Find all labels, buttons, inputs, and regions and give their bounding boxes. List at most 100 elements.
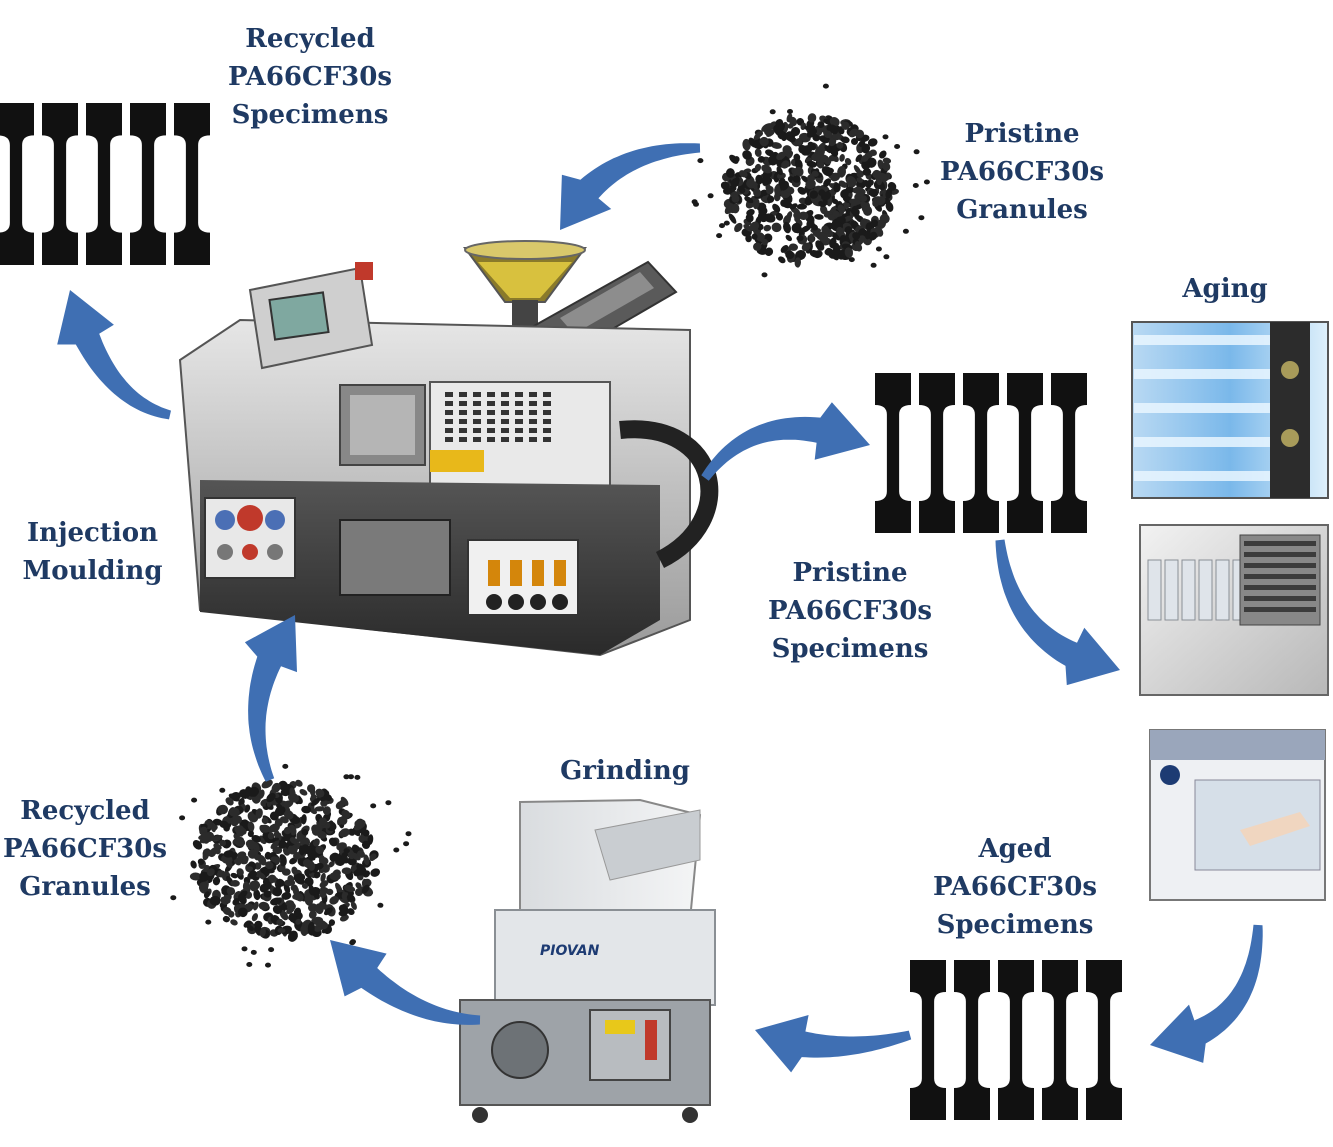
granule	[232, 815, 242, 824]
granule	[823, 118, 830, 124]
controller-display	[532, 560, 544, 586]
granule	[867, 179, 874, 186]
granule	[263, 882, 272, 891]
granule	[885, 201, 894, 212]
granule	[730, 178, 740, 188]
uv-lamp	[1134, 471, 1270, 481]
granule	[170, 895, 177, 901]
louver-slat	[1244, 596, 1316, 601]
granule	[204, 891, 210, 899]
flow-arrow	[560, 143, 701, 230]
vent-slot	[487, 410, 495, 415]
granule	[283, 826, 292, 835]
vent-slot	[473, 392, 481, 397]
granule	[328, 860, 335, 868]
granule	[367, 834, 374, 845]
granule	[343, 885, 356, 892]
granule	[301, 805, 312, 814]
granule	[272, 886, 283, 897]
granule	[326, 888, 334, 896]
controller-knob	[486, 594, 502, 610]
granule	[245, 866, 253, 872]
granule	[295, 918, 302, 925]
granule	[223, 893, 231, 904]
louver-slat	[1244, 607, 1316, 612]
vent-slot	[459, 428, 467, 433]
vent-slot	[529, 419, 537, 424]
granule	[830, 147, 839, 157]
granule	[230, 792, 240, 799]
pristine-granules-pile	[691, 83, 930, 278]
granule	[323, 794, 333, 802]
granule	[851, 138, 858, 145]
granule	[254, 854, 261, 861]
granule	[818, 232, 829, 243]
granule	[879, 150, 887, 159]
granule	[211, 835, 223, 842]
granule	[765, 123, 774, 130]
granule	[355, 882, 362, 889]
flow-arrow	[701, 402, 870, 481]
granule	[883, 254, 890, 260]
granule	[821, 225, 830, 234]
injection-moulding-machine	[178, 240, 719, 657]
aged-specimens-group	[910, 960, 1122, 1120]
granule	[299, 788, 308, 796]
granule	[781, 160, 790, 169]
granule	[822, 83, 829, 89]
granule	[739, 170, 748, 178]
granule	[782, 201, 793, 209]
specimen-bar	[1051, 373, 1087, 533]
granule	[356, 863, 364, 870]
louver-slat	[1244, 585, 1316, 590]
granule	[247, 830, 254, 838]
granule	[361, 884, 370, 894]
louver-slat	[1244, 563, 1316, 568]
granule	[265, 962, 271, 968]
vent-slot	[529, 410, 537, 415]
granule	[306, 784, 316, 793]
granule	[355, 888, 363, 897]
granule	[697, 158, 704, 164]
injection-moulding-label: Injection Moulding	[22, 518, 163, 586]
granule	[723, 220, 730, 226]
granule	[918, 215, 925, 221]
granule	[279, 909, 289, 921]
granule	[258, 901, 270, 911]
granule	[346, 894, 356, 903]
granule	[838, 180, 848, 188]
granule	[307, 861, 316, 871]
vent-slot	[515, 410, 523, 415]
granule	[806, 128, 817, 138]
specimen-bar	[875, 373, 911, 533]
granule	[776, 166, 783, 176]
granule	[844, 158, 852, 166]
granule	[191, 797, 198, 803]
granule	[852, 209, 860, 217]
granule	[222, 915, 230, 923]
controller-knob	[508, 594, 524, 610]
granule	[281, 868, 291, 876]
granule	[287, 930, 298, 942]
granule	[281, 891, 292, 900]
vent-slot	[445, 437, 453, 442]
granule	[198, 882, 209, 894]
vent-slot	[473, 428, 481, 433]
granule	[308, 910, 317, 919]
granule	[761, 176, 773, 185]
granule	[321, 922, 328, 930]
vent-slot	[473, 401, 481, 406]
granule	[230, 879, 240, 887]
vent-slot	[459, 401, 467, 406]
granule	[354, 774, 361, 780]
vent-slot	[515, 392, 523, 397]
granule	[250, 949, 257, 955]
granule	[287, 844, 298, 855]
vent-slot	[501, 401, 509, 406]
specimen-bar	[130, 103, 166, 265]
granule	[788, 136, 796, 143]
granule	[272, 846, 283, 855]
aged-specimens-label: Aged PA66CF30s Specimens	[933, 834, 1097, 940]
granule	[209, 895, 221, 906]
granule	[837, 166, 847, 178]
